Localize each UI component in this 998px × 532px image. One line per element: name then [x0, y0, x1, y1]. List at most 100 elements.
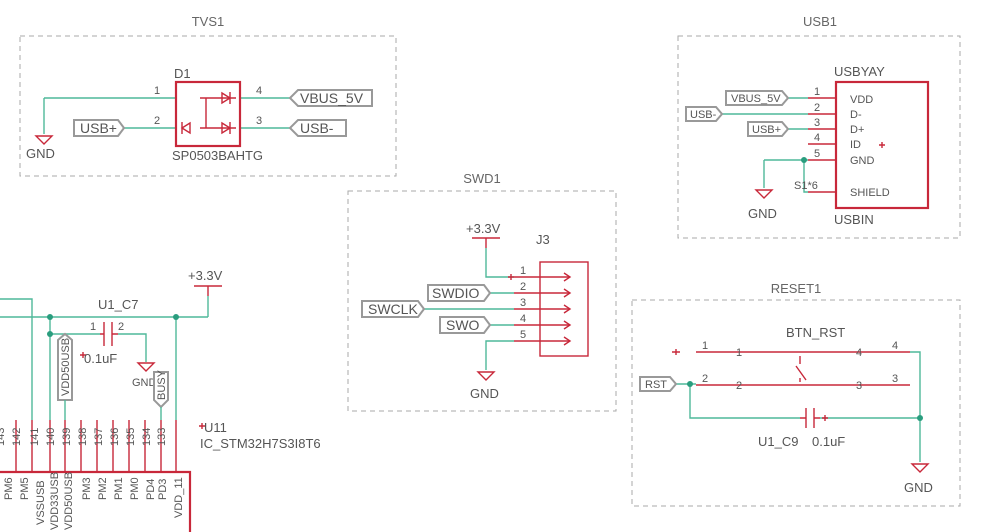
mcu-power-symbol: [194, 285, 222, 296]
usb-port-usb-plus: [747, 121, 790, 137]
reset-junction-gnd: [917, 415, 923, 421]
swd-pin-3: 3: [520, 297, 526, 309]
swd-port-swdio: [427, 284, 492, 302]
tvs-section: TVS1 GND D1 SP0503BAHTG 1 2 3 4 USB+ VBU…: [19, 14, 397, 177]
usb-frame: [677, 35, 961, 239]
mcu-pin-name-pd3: PD3: [157, 479, 169, 500]
tvs-diode-right: [221, 121, 232, 135]
reset-cap-origin: [822, 415, 828, 421]
mcu-cap-pin-1: 1: [90, 321, 96, 333]
reset-capacitor: [800, 408, 820, 428]
tvs-diode-top: [221, 91, 232, 105]
usb-pin-lines: [808, 97, 836, 193]
reset-pin-2a: 2: [702, 373, 708, 385]
reset-pin-2b: 2: [736, 380, 742, 392]
tvs-diode-left: [180, 121, 191, 135]
tvs-component-body: [174, 80, 242, 148]
swd-power-label: +3.3V: [466, 221, 501, 236]
reset-pin-4a: 4: [892, 340, 898, 352]
mcu-ref: U11: [204, 420, 227, 435]
mcu-origin-marker: [199, 423, 205, 429]
swd-port-swclk-label: SWCLK: [368, 301, 418, 317]
mcu-pin-name-pm6: PM6: [3, 477, 15, 500]
tvs-port-usb-plus-label: USB+: [80, 120, 117, 136]
usb-pin-5: 5: [814, 148, 820, 160]
tvs-port-vbus-label: VBUS_5V: [300, 90, 364, 106]
usb-pin-name-id: ID: [850, 139, 861, 151]
mcu-pin-name-vssusb: VSSUSB: [35, 480, 47, 525]
mcu-pin-num-135: 135: [125, 428, 137, 446]
usb-port-usb-plus-label: USB+: [752, 124, 781, 136]
usb-gnd-symbol: [754, 189, 774, 199]
reset-title: RESET1: [771, 281, 822, 296]
usb-pin-name-vdd: VDD: [850, 94, 873, 106]
swd-gnd-label: GND: [470, 386, 499, 401]
mcu-pin-num-142: 142: [11, 428, 23, 446]
usb-section: USB1 USBYAY USBIN GND 1 2 3 4 5 S1*6 VDD…: [677, 14, 961, 239]
swd-title: SWD1: [463, 171, 501, 186]
swd-port-swo-label: SWO: [446, 317, 480, 333]
swd-power-symbol: [472, 237, 500, 248]
swd-pin-5: 5: [520, 329, 526, 341]
tvs-pin-1: 1: [154, 85, 160, 97]
swd-port-swclk: [361, 300, 426, 318]
mcu-cap-ref: U1_C7: [98, 297, 138, 312]
tvs-port-usb-plus: [73, 119, 126, 137]
reset-button-leads: [696, 351, 910, 386]
usb-gnd-label: GND: [748, 206, 777, 221]
tvs-ref: D1: [174, 66, 191, 81]
mcu-port-busy-label: BUSY: [156, 369, 168, 400]
mcu-port-vdd50usb: [57, 332, 73, 401]
mcu-pin-name-pm3: PM3: [81, 477, 93, 500]
mcu-port-busy: [153, 371, 169, 409]
tvs-port-usb-minus-label: USB-: [300, 120, 334, 136]
usb-pin-3: 3: [814, 117, 820, 129]
mcu-port-vdd50usb-label: VDD50USB: [60, 338, 72, 396]
mcu-pin-num-140: 140: [45, 428, 57, 446]
swd-origin-marker: [508, 274, 514, 280]
usb-connector-body: [834, 80, 930, 210]
usb-port-vbus: [725, 90, 790, 106]
tvs-pin-2: 2: [154, 115, 160, 127]
tvs-gnd-label: GND: [26, 146, 55, 161]
tvs-gnd-symbol: [34, 135, 54, 145]
usb-origin-marker: [879, 142, 885, 148]
usb-pin-2: 2: [814, 102, 820, 114]
reset-section: RESET1 BTN_RST 1 1 2 2 4 4 3 3 U1_C9 0.1…: [631, 281, 961, 507]
swd-port-swo: [439, 316, 492, 334]
usb-ref-top: USBYAY: [834, 64, 885, 79]
usb-pin-name-dplus: D+: [850, 124, 864, 136]
usb-pin-name-shield: SHIELD: [850, 187, 890, 199]
tvs-pin-4: 4: [256, 85, 262, 97]
tvs-pin-3: 3: [256, 115, 262, 127]
tvs-frame: [19, 35, 397, 177]
mcu-capacitor: [100, 322, 118, 346]
mcu-gnd-label: GND: [132, 377, 157, 389]
mcu-pin-stubs: [15, 420, 177, 472]
mcu-section: +3.3V U1_C7 1 2 0.1uF GND VDD50USB BUSY …: [0, 268, 321, 532]
reset-junction-rst: [687, 381, 693, 387]
reset-button-contact: [795, 356, 807, 382]
usb-pin-4: 4: [814, 132, 820, 144]
mcu-pin-name-pd4: PD4: [145, 479, 157, 500]
swd-port-swdio-label: SWDIO: [432, 285, 480, 301]
mcu-pin-num-143: 143: [0, 428, 7, 446]
reset-wire-gnd: [910, 351, 921, 462]
swd-frame: [347, 190, 617, 412]
reset-wire-cap-left: [689, 384, 800, 419]
mcu-wire-rail-left: [0, 298, 33, 420]
reset-origin-marker: [672, 349, 680, 355]
tvs-part-number: SP0503BAHTG: [172, 148, 263, 163]
swd-section: SWD1 +3.3V J3 1 2 3 4 5 GND SWCLK SWDIO …: [347, 171, 617, 412]
mcu-pin-name-pm5: PM5: [19, 477, 31, 500]
reset-part: BTN_RST: [786, 325, 845, 340]
reset-gnd-symbol: [910, 463, 930, 473]
reset-pin-1b: 1: [736, 347, 742, 359]
mcu-power-label: +3.3V: [188, 268, 223, 283]
swd-wire-gnd: [485, 340, 514, 370]
swd-ref: J3: [536, 232, 550, 247]
usb-port-vbus-label: VBUS_5V: [731, 93, 781, 105]
mcu-junction-rail: [47, 314, 53, 320]
reset-cap-value: 0.1uF: [812, 434, 845, 449]
